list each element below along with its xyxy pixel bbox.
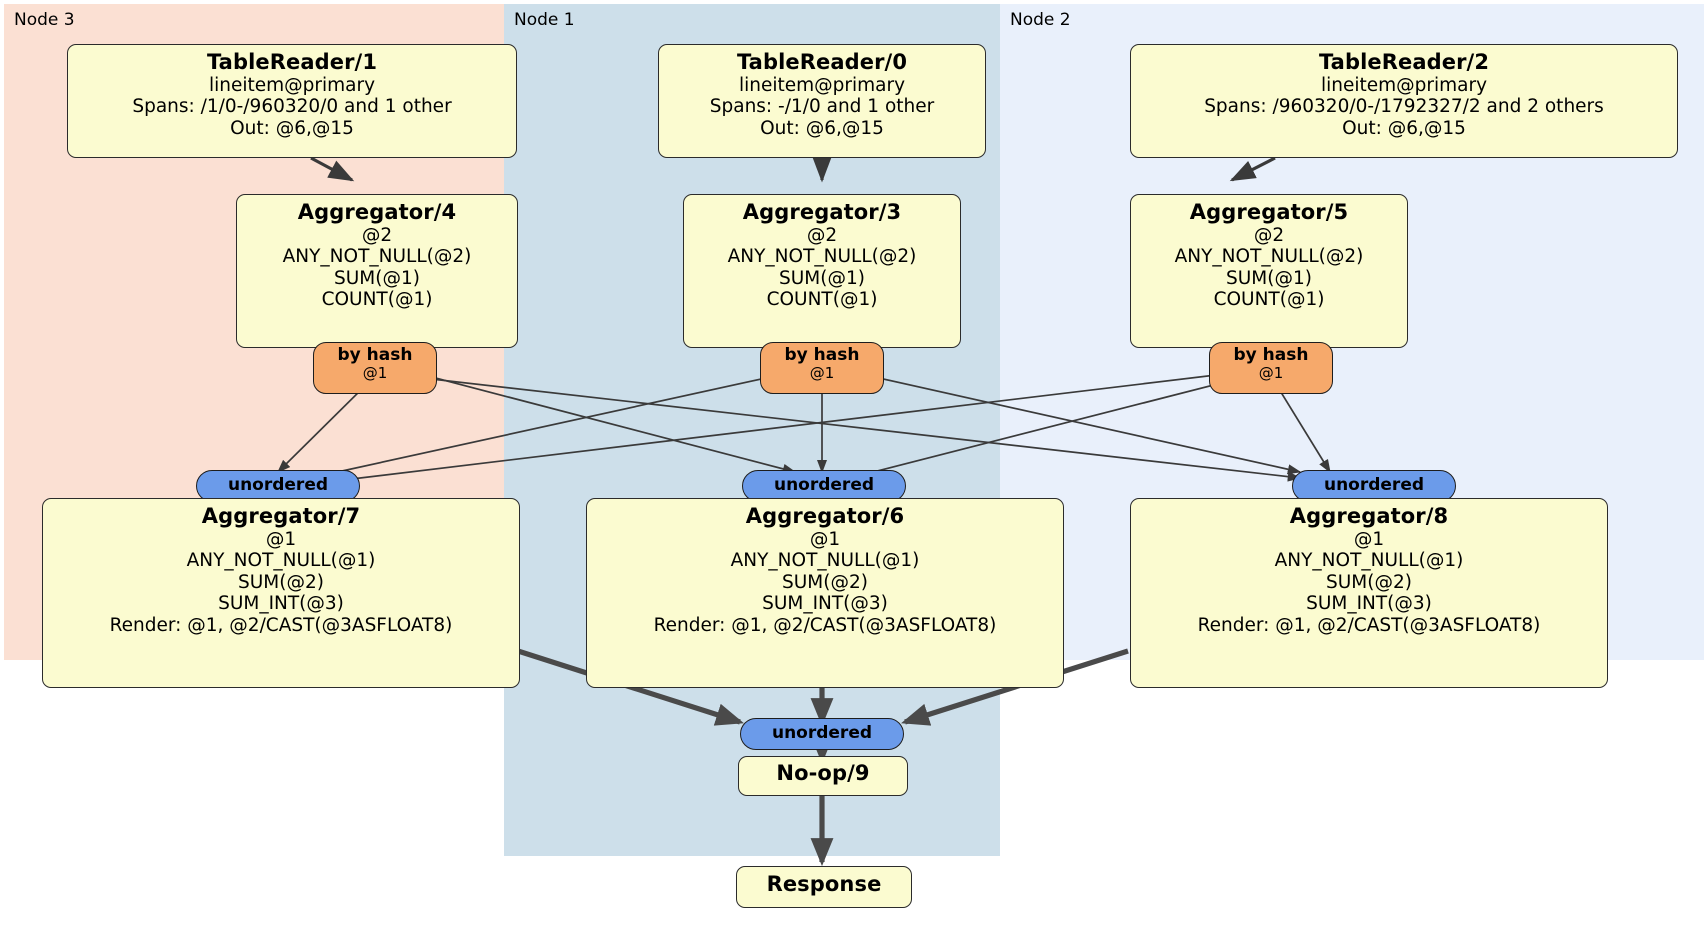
no-op-9-title: No-op/9 [776,761,870,785]
tablereader-2-line-1: Spans: /960320/0-/1792327/2 and 2 others [1204,96,1604,118]
by-hash-middle-sub: @1 [809,364,835,383]
tablereader-0-line-0: lineitem@primary [738,74,906,96]
aggregator-7-line-4: Render: @1, @2/CAST(@3ASFLOAT8) [109,615,453,637]
node-aggregator-3[interactable]: Aggregator/3 @2 ANY_NOT_NULL(@2) SUM(@1)… [683,194,961,348]
unordered-middle-title: unordered [773,475,875,495]
unordered-final-title: unordered [771,723,873,743]
node-aggregator-6[interactable]: Aggregator/6 @1 ANY_NOT_NULL(@1) SUM(@2)… [586,498,1064,688]
router-by-hash-left[interactable]: by hash @1 [313,342,437,394]
aggregator-4-title: Aggregator/4 [297,200,457,224]
tablereader-0-title: TableReader/0 [736,50,908,74]
aggregator-7-line-1: ANY_NOT_NULL(@1) [186,550,376,572]
aggregator-4-line-1: ANY_NOT_NULL(@2) [282,246,472,268]
aggregator-7-line-0: @1 [265,528,297,550]
by-hash-left-title: by hash [337,345,413,365]
by-hash-right-sub: @1 [1258,364,1284,383]
node-tablereader-0[interactable]: TableReader/0 lineitem@primary Spans: -/… [658,44,986,158]
node-tablereader-1[interactable]: TableReader/1 lineitem@primary Spans: /1… [67,44,517,158]
tablereader-2-line-2: Out: @6,@15 [1342,117,1466,139]
aggregator-6-line-3: SUM_INT(@3) [762,593,888,615]
aggregator-4-line-0: @2 [361,224,393,246]
receiver-unordered-left[interactable]: unordered [196,470,360,502]
tablereader-0-line-1: Spans: -/1/0 and 1 other [709,96,935,118]
node-aggregator-8[interactable]: Aggregator/8 @1 ANY_NOT_NULL(@1) SUM(@2)… [1130,498,1608,688]
tablereader-2-title: TableReader/2 [1318,50,1490,74]
aggregator-8-line-4: Render: @1, @2/CAST(@3ASFLOAT8) [1197,615,1541,637]
panel-node-1-label: Node 1 [514,10,575,30]
aggregator-5-line-1: ANY_NOT_NULL(@2) [1174,246,1364,268]
unordered-left-title: unordered [227,475,329,495]
node-aggregator-7[interactable]: Aggregator/7 @1 ANY_NOT_NULL(@1) SUM(@2)… [42,498,520,688]
tablereader-2-line-0: lineitem@primary [1320,74,1488,96]
aggregator-8-line-1: ANY_NOT_NULL(@1) [1274,550,1464,572]
panel-node-3-label: Node 3 [14,10,75,30]
aggregator-3-title: Aggregator/3 [742,200,902,224]
aggregator-6-line-1: ANY_NOT_NULL(@1) [730,550,920,572]
aggregator-6-line-2: SUM(@2) [782,571,868,593]
aggregator-7-title: Aggregator/7 [201,504,361,528]
aggregator-6-line-4: Render: @1, @2/CAST(@3ASFLOAT8) [653,615,997,637]
tablereader-1-line-2: Out: @6,@15 [230,117,354,139]
aggregator-7-line-2: SUM(@2) [238,571,324,593]
aggregator-5-line-2: SUM(@1) [1226,267,1312,289]
aggregator-8-line-2: SUM(@2) [1326,571,1412,593]
node-aggregator-4[interactable]: Aggregator/4 @2 ANY_NOT_NULL(@2) SUM(@1)… [236,194,518,348]
tablereader-1-line-1: Spans: /1/0-/960320/0 and 1 other [132,96,452,118]
response-title: Response [766,872,882,896]
aggregator-3-line-1: ANY_NOT_NULL(@2) [727,246,917,268]
aggregator-5-line-0: @2 [1253,224,1285,246]
by-hash-middle-title: by hash [784,345,860,365]
unordered-right-title: unordered [1323,475,1425,495]
node-tablereader-2[interactable]: TableReader/2 lineitem@primary Spans: /9… [1130,44,1678,158]
aggregator-6-title: Aggregator/6 [745,504,905,528]
tablereader-1-line-0: lineitem@primary [208,74,376,96]
tablereader-0-line-2: Out: @6,@15 [760,117,884,139]
node-aggregator-5[interactable]: Aggregator/5 @2 ANY_NOT_NULL(@2) SUM(@1)… [1130,194,1408,348]
router-by-hash-right[interactable]: by hash @1 [1209,342,1333,394]
panel-node-2-label: Node 2 [1010,10,1071,30]
receiver-unordered-final[interactable]: unordered [740,718,904,750]
aggregator-8-line-0: @1 [1353,528,1385,550]
router-by-hash-middle[interactable]: by hash @1 [760,342,884,394]
aggregator-3-line-3: COUNT(@1) [766,289,878,311]
aggregator-8-line-3: SUM_INT(@3) [1306,593,1432,615]
by-hash-left-sub: @1 [362,364,388,383]
node-no-op-9[interactable]: No-op/9 [738,756,908,796]
aggregator-7-line-3: SUM_INT(@3) [218,593,344,615]
aggregator-3-line-2: SUM(@1) [779,267,865,289]
aggregator-4-line-2: SUM(@1) [334,267,420,289]
aggregator-5-title: Aggregator/5 [1189,200,1349,224]
tablereader-1-title: TableReader/1 [206,50,378,74]
aggregator-8-title: Aggregator/8 [1289,504,1449,528]
node-response[interactable]: Response [736,866,912,908]
aggregator-5-line-3: COUNT(@1) [1213,289,1325,311]
aggregator-3-line-0: @2 [806,224,838,246]
by-hash-right-title: by hash [1233,345,1309,365]
aggregator-4-line-3: COUNT(@1) [321,289,433,311]
aggregator-6-line-0: @1 [809,528,841,550]
